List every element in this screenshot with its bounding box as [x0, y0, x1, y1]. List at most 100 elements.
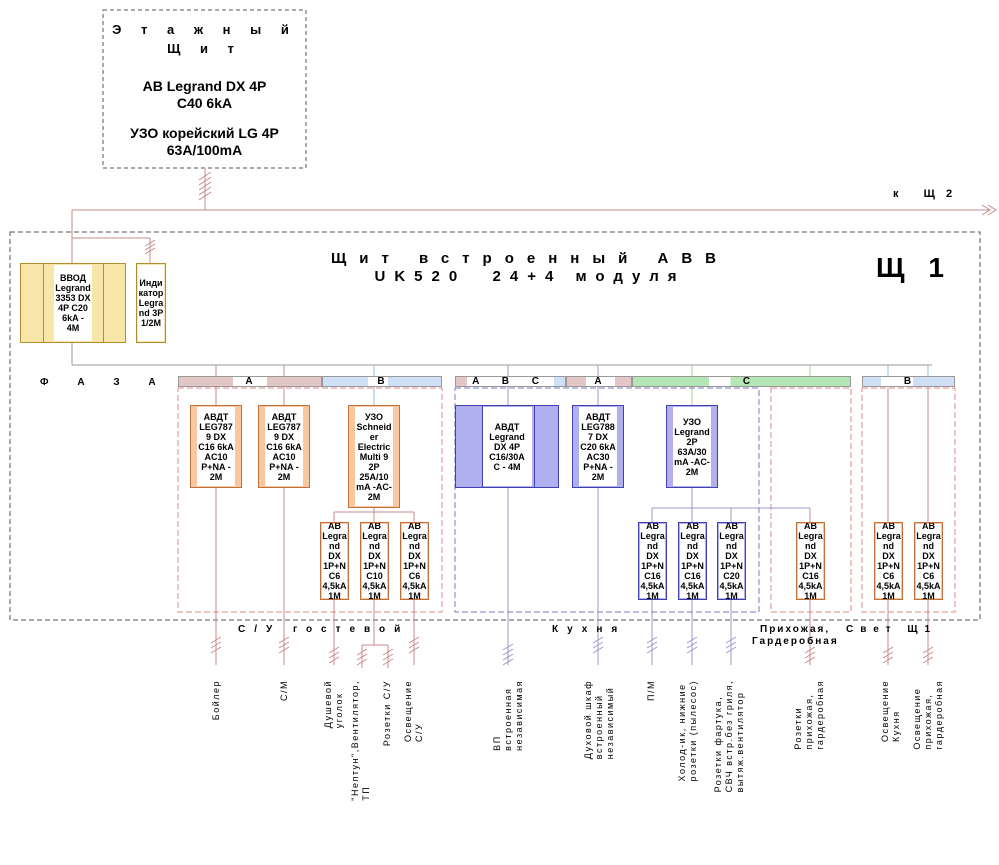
group-label-hall-1: Прихожая,: [760, 624, 831, 635]
uzo-guest-text-0: УЗО: [364, 411, 384, 422]
phase-bar-kitchen-a-label: A: [594, 376, 604, 387]
avdt-boiler-text-4: AC10: [204, 451, 228, 462]
avdt-boiler-text-6: 2M: [209, 471, 223, 482]
avdt-oven-text-4: AC30: [586, 451, 610, 462]
ab-light-1-text-1: Legra: [876, 531, 901, 541]
indicator-text-1: катор: [138, 288, 164, 298]
phase-bar-guest-b: B: [322, 376, 442, 387]
ab-light-1-text-2: nd DX: [882, 541, 895, 561]
uzo-kitchen-text-1: Legrand: [674, 426, 710, 437]
consumer-apron: Розетки фартука, СВЧ встр.без гриля, выт…: [713, 680, 746, 792]
input-breaker-text-5: 4M: [66, 323, 80, 333]
phase-bar-light-b: B: [862, 376, 955, 387]
panel-title-2: UK520 24+4 модуля: [374, 268, 686, 285]
ab-light-2-text-0: АВ: [922, 522, 935, 531]
ab-kitchen-1-text-1: Legra: [640, 531, 665, 541]
avdt-washer-text-6: 2M: [277, 471, 291, 482]
ab-kitchen-3-text-6: 1M: [725, 591, 738, 600]
consumer-light-kitchen-text-2: Кухня: [891, 710, 901, 742]
avdt-oven-text-0: АВДТ: [585, 411, 611, 422]
avdt-oven[interactable]: АВДТ LEG788 7 DX C20 6kA AC30 P+NA - 2M: [572, 405, 624, 488]
group-frame-hall: [770, 387, 852, 613]
uzo-kitchen[interactable]: УЗО Legrand 2P 63A/30 mA -AC- 2M: [666, 405, 718, 488]
group-frame-guest: [177, 387, 443, 613]
consumer-hall-sockets-text-3: гардеробная: [815, 680, 825, 750]
floor-panel-breaker-1: АВ Legrand DX 4P: [142, 78, 267, 94]
ab-guest-1-text-5: 4,5kA: [322, 581, 347, 591]
ab-kitchen-3-text-1: Legra: [719, 531, 744, 541]
avdt-kitchen-text-3: C16/30A: [489, 451, 525, 462]
ab-light-1-text-4: C6: [882, 571, 895, 581]
avdt-boiler[interactable]: АВДТ LEG787 9 DX C16 6kA AC10 P+NA - 2M: [190, 405, 242, 488]
avdt-washer[interactable]: АВДТ LEG787 9 DX C16 6kA AC10 P+NA - 2M: [258, 405, 310, 488]
ab-hall-1-text-6: 1M: [804, 591, 817, 600]
ab-kitchen-3-text-2: nd DX: [725, 541, 738, 561]
uzo-kitchen-text-3: 63A/30: [677, 446, 707, 457]
ab-guest-1-text-1: Legra: [322, 531, 347, 541]
ab-kitchen-1-text-6: 1M: [646, 591, 659, 600]
consumer-washer: С/М: [279, 680, 290, 701]
avdt-boiler-text-0: АВДТ: [203, 411, 229, 422]
group-label-kitchen: Кухня: [552, 624, 627, 635]
main-panel-frame: [9, 231, 981, 621]
ab-hall-1-text-3: 1P+N: [799, 561, 822, 571]
ab-kitchen-3-text-0: АВ: [725, 522, 738, 531]
consumer-hob-text-3: независимая: [514, 680, 524, 751]
uzo-guest[interactable]: УЗО Schneid er Electric Multi 9 2P 25A/1…: [348, 405, 400, 508]
consumer-oven-text-3: независимый: [605, 686, 615, 760]
phase-bar-guest-b-label: B: [377, 376, 387, 387]
avdt-kitchen-text-2: DX 4P: [493, 441, 520, 452]
ab-light-1-text-0: АВ: [882, 522, 895, 531]
ab-light-1-text-5: 4,5kA: [876, 581, 901, 591]
ab-guest-3-text-4: C6: [408, 571, 421, 581]
ab-kitchen-2-text-6: 1M: [686, 591, 699, 600]
uzo-guest-text-4: Multi 9: [359, 451, 389, 462]
avdt-boiler-text-2: 9 DX: [205, 431, 226, 442]
uzo-guest-text-8: 2M: [367, 491, 381, 502]
ab-hall-1-text-4: C16: [802, 571, 819, 581]
consumer-fridge: Холод-ик, нижние розетки (пылесос): [677, 680, 699, 781]
consumer-neptune: "Нептун",Вентилятор, ТП: [350, 680, 372, 801]
phase-bar-light-b-label: B: [903, 376, 914, 387]
ab-guest-2-text-4: C10: [366, 571, 383, 581]
uzo-guest-text-6: 25A/10: [359, 471, 389, 482]
ab-guest-3-text-5: 4,5kA: [402, 581, 427, 591]
consumer-apron-text-3: вытяж.вентилятор: [735, 691, 745, 793]
consumer-neptune-text-2: ТП: [361, 785, 371, 801]
uzo-guest-text-2: er: [369, 431, 379, 442]
group-label-guest: С/У гостевой: [238, 624, 410, 635]
ab-light-2-text-6: 1M: [922, 591, 935, 600]
avdt-oven-text-5: P+NA -: [583, 461, 613, 472]
input-breaker[interactable]: ВВОД Legrand 3353 DX 4P C20 6kA - 4M: [20, 263, 126, 343]
ab-light-2-text-4: C6: [922, 571, 935, 581]
avdt-washer-text-0: АВДТ: [271, 411, 297, 422]
ab-guest-2-text-1: Legra: [362, 531, 387, 541]
ab-kitchen-1-text-4: C16: [644, 571, 661, 581]
ab-kitchen-2-text-2: nd DX: [686, 541, 699, 561]
consumer-washer-text: С/М: [279, 680, 289, 701]
ab-guest-3-text-2: nd DX: [408, 541, 421, 561]
input-breaker-text-3: 4P C20: [58, 303, 88, 313]
consumer-dishwasher-text: П/М: [646, 680, 656, 701]
indicator[interactable]: Инди катор Legra nd 3P 1/2M: [136, 263, 166, 343]
consumer-hall-sockets-text-1: Розетки: [793, 706, 803, 750]
ab-guest-1-text-2: nd DX: [328, 541, 341, 561]
avdt-kitchen[interactable]: АВДТ Legrand DX 4P C16/30A C - 4M: [455, 405, 559, 488]
ab-hall-1-text-1: Legra: [798, 531, 823, 541]
avdt-washer-text-3: C16 6kA: [266, 441, 302, 452]
indicator-text-0: Инди: [139, 278, 163, 288]
consumer-fridge-text-1: Холод-ик, нижние: [677, 683, 687, 782]
consumer-boiler-text: Бойлер: [211, 680, 221, 721]
avdt-washer-text-4: AC10: [272, 451, 296, 462]
panel-title-1: Щит встроенный АВВ: [330, 250, 730, 267]
phase-bar-guest-a-label: A: [245, 376, 255, 387]
